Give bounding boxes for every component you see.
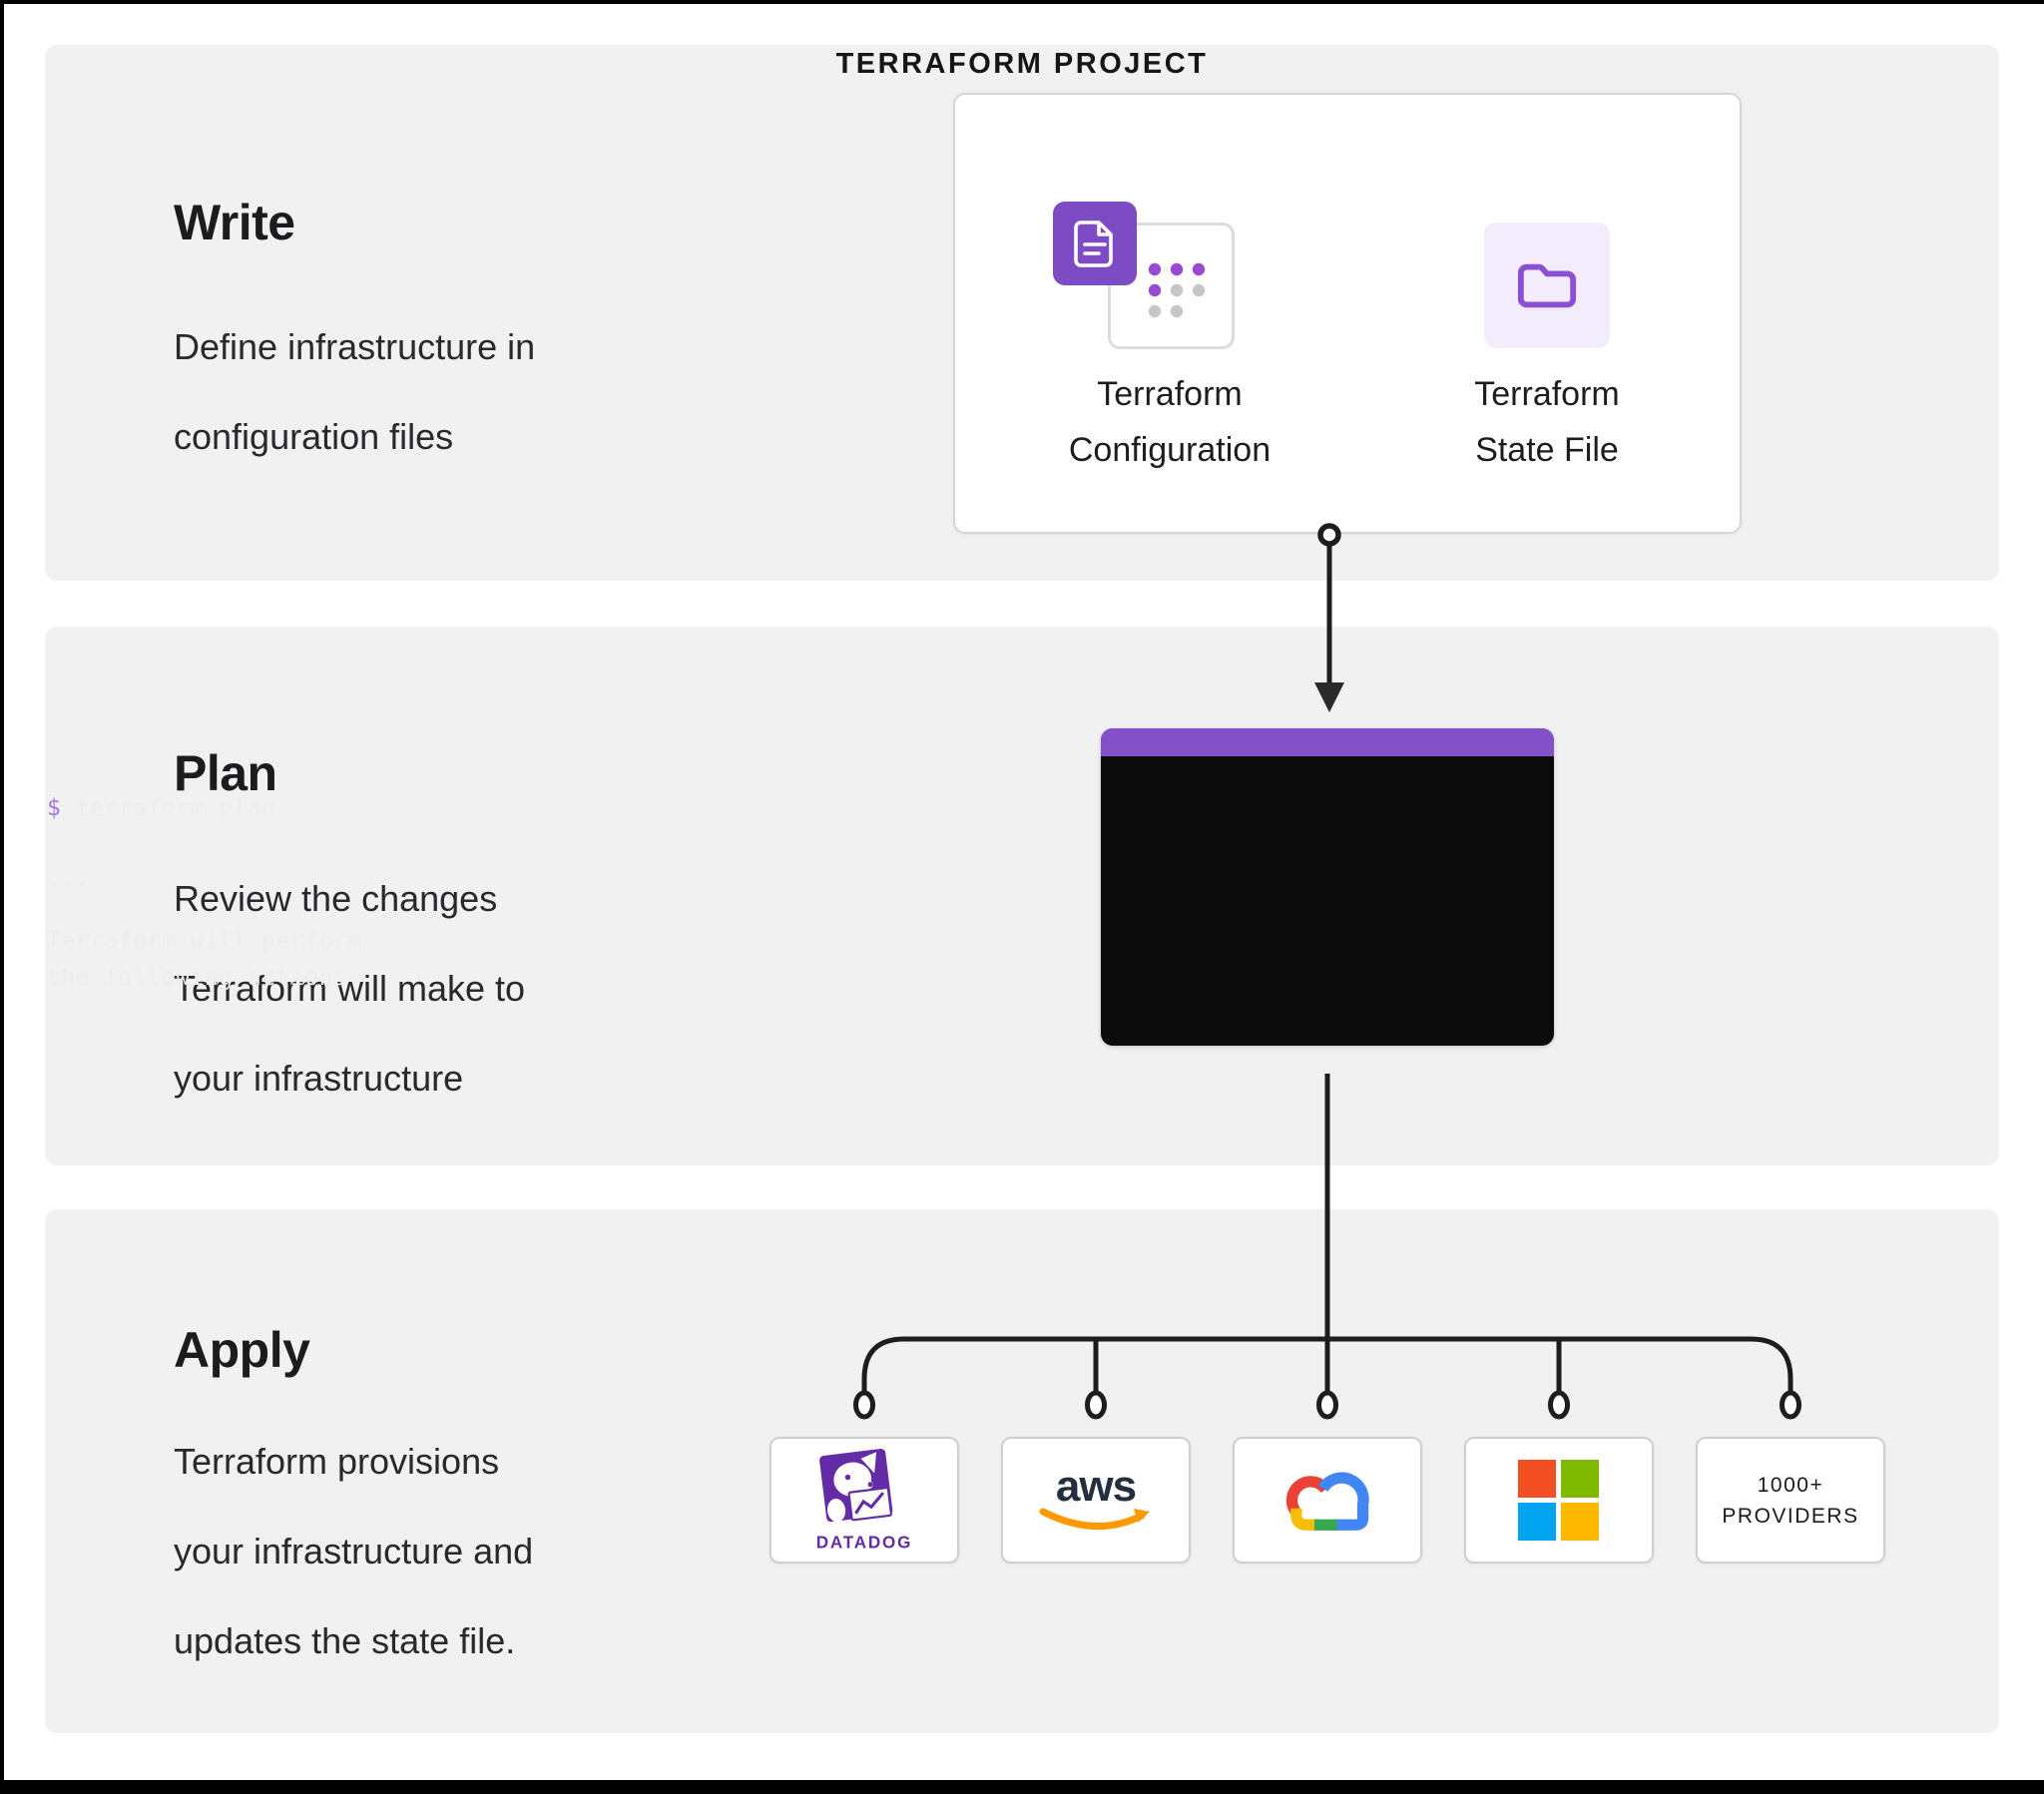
apply-description-line: updates the state file. <box>174 1620 516 1661</box>
terminal-command-line: $ terraform plan <box>47 795 276 821</box>
provider-card-google-cloud <box>1233 1437 1422 1564</box>
folder-icon <box>1517 263 1577 308</box>
terminal-prompt: $ <box>47 795 62 821</box>
provider-card-more-providers: 1000+ PROVIDERS <box>1696 1437 1885 1564</box>
terminal-output-line: the following actions <box>47 965 348 991</box>
terminal-command: terraform plan <box>61 795 276 821</box>
label-line: Terraform <box>1097 375 1243 413</box>
svg-text:DATADOG: DATADOG <box>816 1533 912 1552</box>
write-title: Write <box>174 195 295 250</box>
plan-title: Plan <box>174 745 277 801</box>
provider-card-microsoft <box>1464 1437 1654 1564</box>
plan-section-panel <box>45 627 1999 1165</box>
plan-to-apply-connector-tree <box>853 1074 1801 1420</box>
more-providers-line: PROVIDERS <box>1722 1504 1859 1528</box>
frame-bottom-edge <box>0 1780 2044 1794</box>
document-icon <box>1074 221 1113 267</box>
label-line: State File <box>1475 431 1619 469</box>
more-providers-line: 1000+ <box>1757 1473 1824 1497</box>
plan-description-line: Review the changes <box>174 878 498 919</box>
apply-description: Terraform provisions your infrastructure… <box>174 1417 533 1686</box>
google-cloud-logo <box>1285 1472 1369 1531</box>
terraform-state-file-label: Terraform State File <box>1397 366 1697 478</box>
plan-description: Review the changes Terraform will make t… <box>174 854 525 1123</box>
datadog-logo: DATADOG <box>816 1448 912 1552</box>
label-line: Terraform <box>1474 375 1620 413</box>
more-providers-label: 1000+ PROVIDERS <box>1722 1470 1858 1532</box>
terraform-project-card <box>953 93 1742 534</box>
frame-left-edge <box>0 0 4 1794</box>
apply-description-line: your infrastructure and <box>174 1531 534 1571</box>
microsoft-logo <box>1518 1459 1599 1541</box>
terminal-window <box>1101 728 1554 1046</box>
write-to-plan-arrow <box>1314 523 1344 712</box>
state-file-tile <box>1484 223 1610 348</box>
frame-top-edge <box>0 0 2044 4</box>
label-line: Configuration <box>1068 431 1272 469</box>
dots-grid-icon <box>1148 262 1206 318</box>
aws-smile-icon <box>1039 1508 1150 1530</box>
apply-description-line: Terraform provisions <box>174 1441 500 1482</box>
provider-card-aws: aws <box>1001 1437 1191 1564</box>
plan-description-line: your infrastructure <box>174 1058 464 1099</box>
apply-title: Apply <box>174 1322 310 1378</box>
provider-card-datadog: DATADOG <box>769 1437 959 1564</box>
terminal-titlebar <box>1101 728 1554 756</box>
plan-description-line: Terraform will make to <box>174 968 526 1009</box>
terminal-output-line: Terraform will perform <box>47 928 362 954</box>
aws-wordmark: aws <box>1055 1461 1137 1511</box>
write-description: Define infrastructure in configuration f… <box>174 302 535 482</box>
config-file-tile <box>1053 202 1137 285</box>
config-grid-tile <box>1108 223 1235 349</box>
terraform-project-title: TERRAFORM PROJECT <box>835 48 1209 80</box>
write-description-line: configuration files <box>174 416 454 457</box>
terminal-ellipsis: ... <box>47 866 91 892</box>
write-description-line: Define infrastructure in <box>174 326 536 367</box>
terraform-configuration-label: Terraform Configuration <box>1020 366 1319 478</box>
